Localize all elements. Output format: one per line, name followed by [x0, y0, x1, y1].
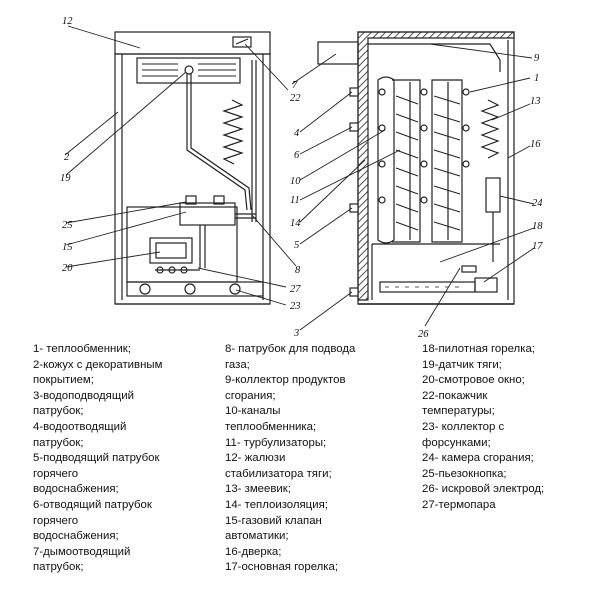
callout-7: 7	[292, 80, 298, 91]
section-coil	[480, 99, 500, 159]
legend-item: 4-водоотводящий патрубок;	[33, 420, 127, 449]
section-casing	[357, 31, 515, 305]
pipe-stubs	[349, 87, 359, 297]
pilot-burner	[474, 277, 498, 293]
callout-13: 13	[530, 96, 541, 107]
callout-labels: 12 2 19 25 15 20 22 7 8 27 23 4 6 10 11 …	[60, 16, 543, 340]
callout-11: 11	[290, 195, 300, 206]
callout-25: 25	[62, 220, 73, 231]
legend-item: 2-кожух с декоративным покрытием;	[33, 358, 163, 387]
gas-valve	[179, 202, 236, 226]
heat-exchanger	[377, 76, 470, 244]
legend-item: 14- теплоизоляция;	[225, 498, 328, 511]
coil	[222, 99, 244, 165]
callout-14: 14	[290, 218, 301, 229]
casing	[114, 53, 271, 305]
callout-1: 1	[534, 73, 539, 84]
legend-column-2: 8- патрубок для подвода газа; 9-коллектор…	[225, 342, 405, 576]
legend-column-1: 1- теплообменник; 2-кожух с декоративным …	[33, 342, 213, 576]
section-view	[317, 31, 515, 305]
flue-pipe	[317, 41, 359, 65]
draft-sensor-tube	[485, 177, 501, 213]
legend-item: 11- турбулизаторы;	[225, 436, 327, 449]
legend-item: 26- искровой электрод;	[422, 483, 545, 496]
legend-item: 8- патрубок для подвода газа;	[225, 343, 356, 371]
legend-item: 6-отводящий патрубок горячего водоснабже…	[33, 498, 152, 543]
callout-15: 15	[62, 242, 73, 253]
legend-item: 19-датчик тяги;	[422, 358, 502, 371]
legend-item: 5-подводящий патрубок горячего водоснабж…	[33, 452, 160, 496]
callout-8: 8	[295, 265, 301, 276]
callout-27: 27	[290, 284, 301, 295]
callout-5: 5	[294, 240, 299, 251]
legend-item: 12- жалюзи стабилизатора тяги;	[225, 452, 332, 480]
callout-18: 18	[532, 221, 543, 232]
legend-item: 20-смотровое окно;	[422, 374, 525, 387]
sight-window	[149, 237, 193, 264]
callout-23: 23	[290, 301, 301, 312]
temperature-gauge	[232, 36, 252, 48]
callout-19: 19	[60, 173, 71, 184]
legend-item: 18-пилотная горелка;	[422, 343, 535, 355]
callout-10: 10	[290, 176, 301, 187]
legend-item: 13- змеевик;	[225, 483, 291, 496]
callout-2: 2	[64, 152, 70, 163]
legend-item: 24- камера сгорания;	[422, 452, 534, 465]
callout-12: 12	[62, 16, 73, 27]
draft-sensor	[184, 65, 194, 75]
callout-17: 17	[532, 241, 543, 252]
leader-lines	[64, 25, 535, 331]
legend-item: 27-термопара	[422, 498, 496, 511]
top-cap	[114, 31, 271, 55]
legend-item: 22-покажчик температуры;	[422, 389, 495, 418]
callout-4: 4	[294, 128, 300, 139]
legend-column-3: 18-пилотная горелка; 19-датчик тяги; 20-см…	[422, 342, 592, 514]
legend-item: 17-основная горелка;	[225, 561, 339, 574]
callout-6: 6	[294, 150, 300, 161]
legend-item: 15-газовий клапан автоматики;	[225, 514, 322, 543]
front-view	[114, 31, 271, 305]
legend-item: 1- теплообменник;	[33, 343, 131, 355]
flue-collector	[368, 43, 501, 72]
callout-9: 9	[534, 53, 540, 64]
legend-item: 9-коллектор продуктов сгорания;	[225, 374, 346, 402]
legend-item: 10-каналы теплообменника;	[225, 405, 317, 433]
legend-item: 7-дымоотводящий патрубок;	[33, 545, 131, 574]
callout-24: 24	[532, 198, 543, 209]
callout-3: 3	[293, 328, 299, 339]
draft-louvers	[136, 57, 241, 84]
callout-20: 20	[62, 263, 73, 274]
burner-manifold	[126, 281, 264, 297]
callout-16: 16	[530, 139, 541, 150]
callout-26: 26	[418, 329, 429, 340]
legend-item: 3-водоподводящий патрубок;	[33, 389, 134, 418]
callout-22: 22	[290, 93, 301, 104]
legend-item: 16-дверка;	[225, 545, 282, 558]
legend-item: 23- коллектор с форсунками;	[422, 420, 505, 449]
legend-item: 25-пьезокнопка;	[422, 467, 507, 480]
